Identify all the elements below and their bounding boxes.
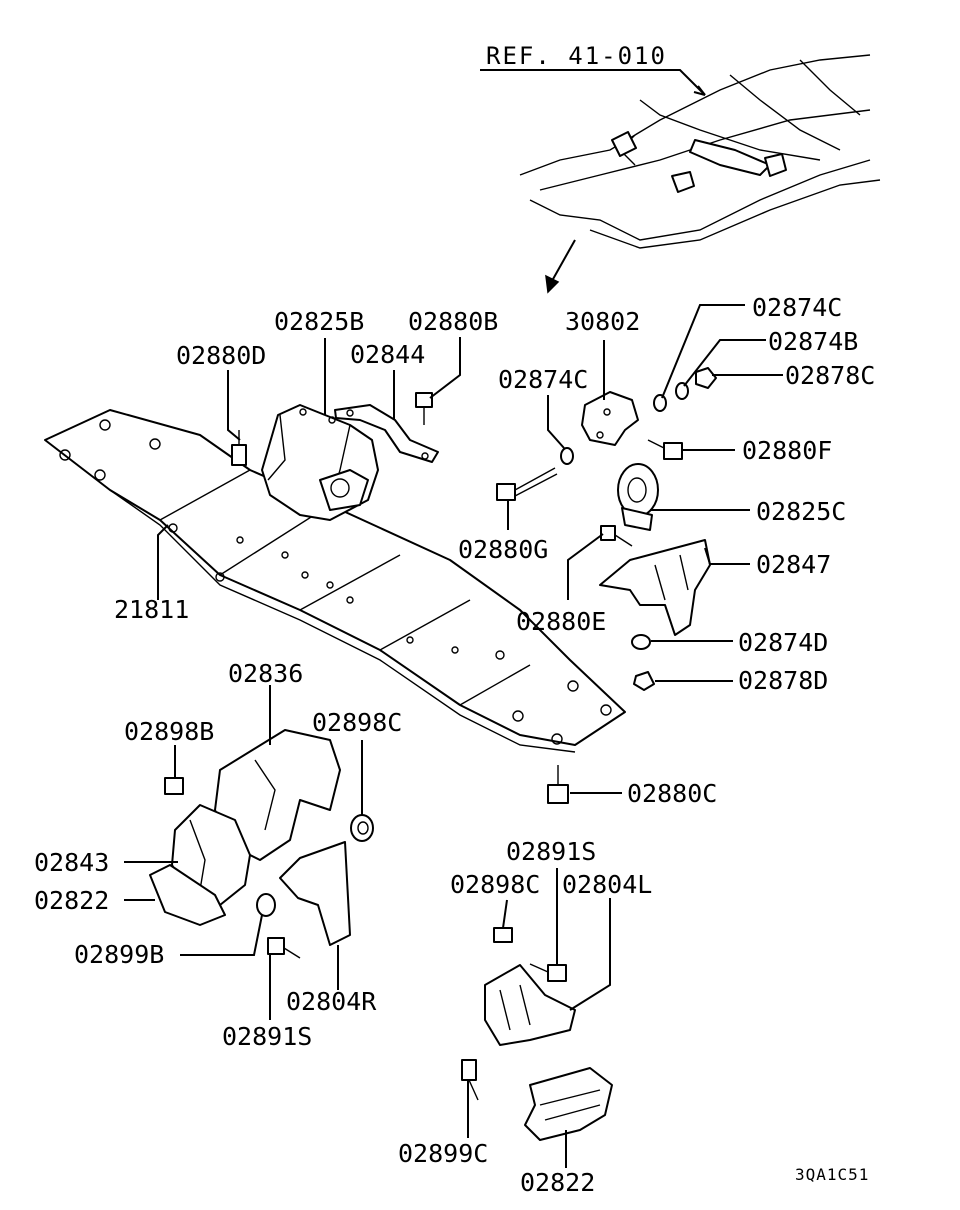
washer-02874b bbox=[675, 382, 689, 400]
washer-02874c-left bbox=[560, 447, 574, 465]
bracket-02804l bbox=[484, 964, 576, 1046]
insulator-02822-left bbox=[149, 864, 226, 926]
label-02898c-right: 02898C bbox=[450, 870, 540, 899]
reference-label: REF. 41-010 bbox=[486, 42, 667, 70]
label-02847: 02847 bbox=[756, 550, 831, 579]
bolt-02880e bbox=[600, 525, 633, 547]
label-02899c: 02899C bbox=[398, 1139, 488, 1168]
label-02880e: 02880E bbox=[516, 607, 606, 636]
bracket-02804r bbox=[279, 841, 351, 946]
nut-02878c bbox=[695, 367, 717, 389]
label-02891s-right: 02891S bbox=[506, 837, 596, 866]
label-02836: 02836 bbox=[228, 659, 303, 688]
label-02822-bottom: 02822 bbox=[520, 1168, 595, 1197]
label-02825b: 02825B bbox=[274, 307, 364, 336]
label-02880g: 02880G bbox=[458, 535, 548, 564]
label-02843: 02843 bbox=[34, 848, 109, 877]
washer-02874d bbox=[631, 634, 651, 650]
bracket-30802 bbox=[581, 391, 639, 446]
nut-02899b bbox=[256, 893, 276, 917]
label-02804r: 02804R bbox=[286, 987, 377, 1016]
mount-02825c bbox=[617, 463, 659, 531]
label-02844: 02844 bbox=[350, 340, 425, 369]
label-02880f: 02880F bbox=[742, 436, 832, 465]
nut-02898c-right bbox=[493, 927, 513, 943]
nut-02878d bbox=[633, 671, 655, 691]
inset-arrow-head bbox=[545, 274, 560, 294]
label-02874c-top: 02874C bbox=[752, 293, 842, 322]
label-30802: 30802 bbox=[565, 307, 640, 336]
label-02880c: 02880C bbox=[627, 779, 717, 808]
label-02822-left: 02822 bbox=[34, 886, 109, 915]
engine-mount-02825b bbox=[261, 404, 379, 521]
label-02899b: 02899B bbox=[74, 940, 164, 969]
diagram-code: 3QA1C51 bbox=[795, 1165, 869, 1184]
nut-02898c-left bbox=[350, 814, 374, 842]
label-02880d: 02880D bbox=[176, 341, 266, 370]
label-21811: 21811 bbox=[114, 595, 189, 624]
label-02825c: 02825C bbox=[756, 497, 846, 526]
label-02874b: 02874B bbox=[768, 327, 858, 356]
bolt-02899c bbox=[461, 1059, 479, 1101]
washer-02874c-top bbox=[653, 394, 667, 412]
label-02891s-left: 02891S bbox=[222, 1022, 312, 1051]
label-02878c: 02878C bbox=[785, 361, 875, 390]
label-02898b: 02898B bbox=[124, 717, 214, 746]
label-02880b: 02880B bbox=[408, 307, 498, 336]
chassis-reference-inset bbox=[480, 54, 881, 249]
leader-lines bbox=[124, 304, 783, 1168]
bracket-02844 bbox=[334, 404, 439, 463]
label-02874d: 02874D bbox=[738, 628, 828, 657]
bolt-02891s-left bbox=[267, 937, 301, 959]
insulator-02822-bottom bbox=[524, 1067, 613, 1141]
bolt-02880c bbox=[547, 765, 569, 804]
bolt-02880f bbox=[647, 439, 683, 460]
label-02898c-left: 02898C bbox=[312, 708, 402, 737]
nut-02898b bbox=[164, 777, 184, 795]
bolt-02880g bbox=[496, 467, 558, 501]
bolt-02880b bbox=[415, 392, 433, 425]
label-02878d: 02878D bbox=[738, 666, 828, 695]
bolt-02880d bbox=[231, 430, 247, 466]
bolt-02891s-right bbox=[529, 963, 567, 982]
bracket-02847 bbox=[599, 539, 711, 636]
label-02874c-left: 02874C bbox=[498, 365, 588, 394]
label-02804l: 02804L bbox=[562, 870, 652, 899]
